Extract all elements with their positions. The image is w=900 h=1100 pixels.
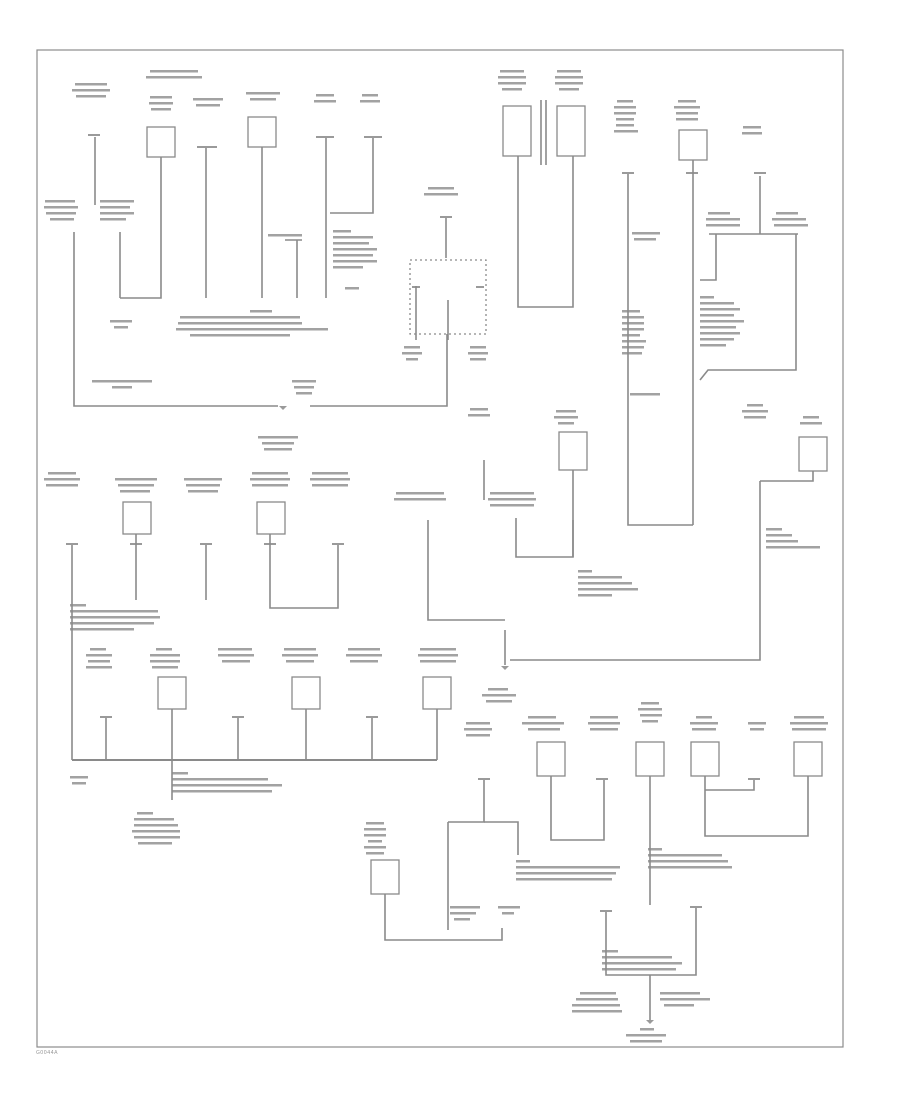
component-box [690, 741, 720, 777]
component-box [502, 105, 532, 157]
component-box [122, 501, 152, 535]
component-box [247, 116, 277, 148]
label-block [72, 70, 380, 111]
component-box [256, 501, 286, 535]
top-right-group [510, 100, 828, 661]
component-box [370, 859, 400, 895]
top-center-group [402, 70, 586, 417]
lower-right-group [364, 702, 828, 1043]
component-box [157, 676, 187, 710]
component-box [556, 105, 586, 157]
lower-left-group [70, 648, 458, 845]
component-box [291, 676, 321, 710]
top-left-group [44, 70, 448, 451]
middle-group [44, 410, 820, 760]
component-box [635, 741, 665, 777]
component-box [798, 436, 828, 472]
component-box [146, 126, 176, 158]
component-box [678, 129, 708, 161]
diagram-frame [36, 49, 844, 1048]
component-box [422, 676, 452, 710]
component-box [558, 431, 588, 471]
component-box [793, 741, 823, 777]
diagram-code-label: G0044A [36, 1050, 58, 1056]
component-box [536, 741, 566, 777]
